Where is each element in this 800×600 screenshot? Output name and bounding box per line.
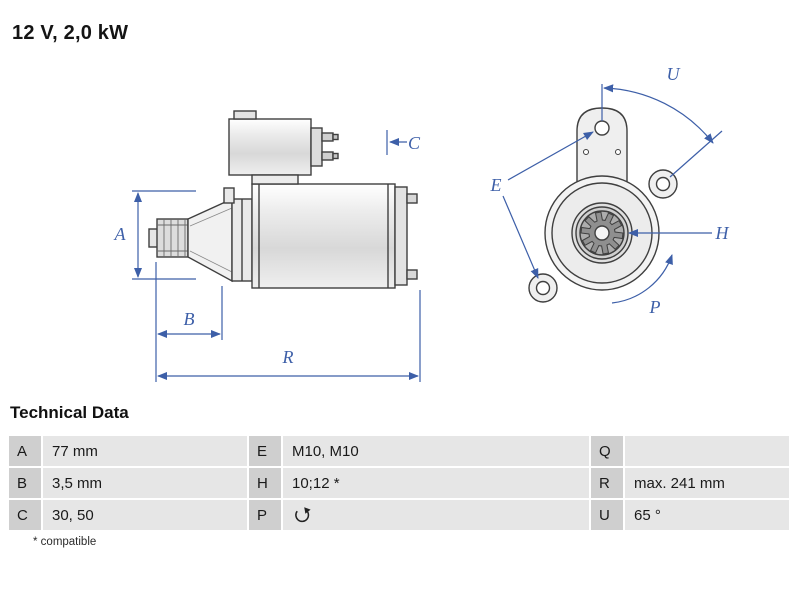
spec-value-B: 3,5 mm (43, 468, 247, 498)
technical-data-table: A 77 mm E M10, M10 Q B 3,5 mm H 10;12 * … (9, 436, 789, 530)
rotation-direction-icon (295, 507, 311, 523)
spec-key-H: H (249, 468, 281, 498)
through-bolt-top (406, 193, 418, 204)
dimension-A (132, 190, 196, 280)
starter-motor-diagram: A B R C (114, 64, 730, 382)
dimension-B (155, 262, 223, 382)
spec-key-E: E (249, 436, 281, 466)
spec-key-R: R (591, 468, 623, 498)
spec-value-P (283, 500, 589, 530)
spec-key-U: U (591, 500, 623, 530)
spec-value-E: M10, M10 (283, 436, 589, 466)
dimension-R (156, 290, 421, 382)
dim-label-C: C (408, 133, 421, 153)
solenoid-bracket (251, 174, 299, 185)
terminal-lower (321, 151, 334, 161)
dim-label-P: P (649, 297, 661, 317)
mounting-tab (223, 187, 235, 204)
rotation-P (611, 254, 673, 304)
leader-E (502, 131, 594, 279)
spec-value-H: 10;12 * (283, 468, 589, 498)
power-rating-label: 12 V, 2,0 kW (12, 22, 129, 44)
shaft-hole (594, 225, 610, 241)
spec-key-C: C (9, 500, 41, 530)
through-bolt-bottom (406, 269, 418, 280)
spec-key-A: A (9, 436, 41, 466)
spec-key-Q: Q (591, 436, 623, 466)
angle-U (601, 84, 723, 178)
dimension-C (386, 130, 407, 155)
dim-label-A: A (114, 224, 127, 244)
spec-value-U: 65 ° (625, 500, 789, 530)
solenoid-body (228, 118, 312, 176)
dim-label-R: R (282, 347, 294, 367)
dim-label-B: B (184, 309, 195, 329)
solenoid-end-cap (310, 127, 323, 167)
solenoid-top-step (233, 110, 257, 120)
dimension-annotations: A B R C (114, 130, 421, 382)
technical-data-title: Technical Data (10, 403, 129, 422)
end-plate (394, 186, 408, 286)
dim-label-E: E (490, 175, 502, 195)
motor-body (251, 183, 396, 289)
front-view-drawing (528, 107, 678, 303)
spec-value-Q (625, 436, 789, 466)
spec-key-P: P (249, 500, 281, 530)
spec-value-A: 77 mm (43, 436, 247, 466)
dim-label-H: H (715, 223, 730, 243)
terminal-upper (321, 132, 334, 142)
front-annotations: U E H P (490, 64, 730, 317)
spec-value-R: max. 241 mm (625, 468, 789, 498)
spec-value-C: 30, 50 (43, 500, 247, 530)
bracket-hole (594, 120, 610, 136)
table-footnote: * compatible (33, 536, 97, 548)
dim-label-U: U (667, 64, 681, 84)
right-ear-hole (655, 176, 671, 192)
spec-key-B: B (9, 468, 41, 498)
side-view-drawing (148, 110, 418, 289)
left-ear-hole (535, 280, 551, 296)
